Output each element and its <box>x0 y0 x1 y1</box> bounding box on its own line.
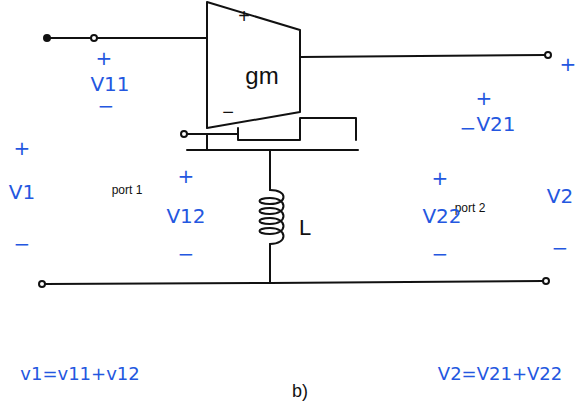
polarity-sign: − <box>14 234 31 254</box>
polarity-sign: + <box>560 54 577 74</box>
inductor-symbol <box>260 190 284 244</box>
voltage-label: V1 <box>9 182 35 202</box>
voltage-label: V21 <box>476 114 515 134</box>
terminal-sign: + <box>238 6 250 26</box>
polarity-sign: − <box>460 118 477 138</box>
voltage-label: V22 <box>422 206 461 226</box>
polarity-sign: + <box>14 138 31 158</box>
voltage-label: V12 <box>166 206 205 226</box>
voltage-equation: V2=V21+V22 <box>438 365 562 383</box>
polarity-sign: + <box>96 48 113 68</box>
figure-label: b) <box>292 382 308 400</box>
polarity-sign: − <box>432 244 449 264</box>
port-label: port 1 <box>112 184 143 196</box>
polarity-sign: − <box>98 96 115 116</box>
polarity-sign: + <box>178 166 195 186</box>
terminal-sign: − <box>222 102 234 122</box>
voltage-label: V2 <box>547 186 573 206</box>
inductor-label: L <box>299 217 311 239</box>
amplifier-symbol <box>207 2 300 128</box>
voltage-label: V11 <box>90 74 129 94</box>
polarity-sign: − <box>552 238 569 258</box>
polarity-sign: − <box>178 244 195 264</box>
polarity-sign: + <box>476 88 493 108</box>
transconductance-label: gm <box>245 64 278 88</box>
polarity-sign: + <box>432 168 449 188</box>
voltage-equation: v1=v11+v12 <box>20 365 139 383</box>
